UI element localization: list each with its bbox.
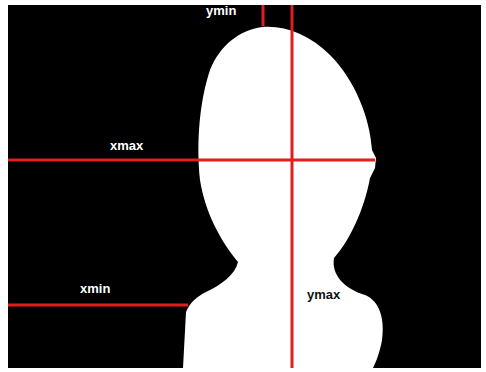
xmin-line <box>8 304 188 307</box>
ymin-line <box>262 5 265 26</box>
xmax-label: xmax <box>110 138 143 153</box>
ymax-label: ymax <box>307 287 340 302</box>
black-ground <box>8 5 481 368</box>
xmin-label: xmin <box>80 281 110 296</box>
xmax-line <box>8 159 375 162</box>
ymin-label: ymin <box>206 3 236 18</box>
head-silhouette <box>183 27 383 368</box>
vertical-axis-line <box>291 5 294 368</box>
